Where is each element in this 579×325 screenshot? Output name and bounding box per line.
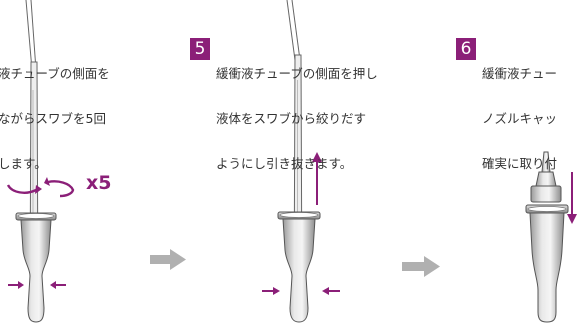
next-step-arrow-icon xyxy=(150,249,186,270)
step-6-instructions: 緩衝液チュー ノズルキャッ 確実に取り付 xyxy=(482,36,579,201)
panel-3-illustration xyxy=(525,151,577,323)
step-5-line-1: 緩衝液チューブの側面を押し xyxy=(216,66,378,81)
step-1-line-3: します。 xyxy=(0,156,47,171)
buffer-tube xyxy=(277,211,321,323)
up-arrow-icon xyxy=(312,152,322,205)
buffer-tube xyxy=(15,212,57,323)
panel-1-illustration xyxy=(6,0,75,323)
nozzle-cap xyxy=(530,151,562,203)
buffer-tube xyxy=(525,204,569,323)
step-5-line-2: 液体をスワブから絞りだす xyxy=(216,111,367,126)
step-6-line-1: 緩衝液チュー xyxy=(482,66,558,81)
step-1-instructions: 液チューブの側面を ながらスワブを5回 します。 xyxy=(0,36,110,201)
step-5-line-3: ようにし引き抜きます。 xyxy=(216,156,353,171)
step-6-line-3: 確実に取り付 xyxy=(482,156,558,171)
step-5-instructions: 緩衝液チューブの側面を押し 液体をスワブから絞りだす ようにし引き抜きます。 xyxy=(216,36,378,201)
step-5-badge: 5 xyxy=(190,38,210,60)
squeeze-arrow-icon xyxy=(8,281,66,289)
next-step-arrow-icon xyxy=(402,256,440,277)
step-1-line-2: ながらスワブを5回 xyxy=(0,111,106,126)
step-6-badge: 6 xyxy=(456,38,476,60)
down-arrow-icon xyxy=(567,172,577,224)
rotate-arrows-icon xyxy=(6,177,75,198)
panel-2-illustration xyxy=(262,0,340,323)
squeeze-arrow-icon xyxy=(262,287,340,295)
step-1-line-1: 液チューブの側面を xyxy=(0,66,110,81)
step-6-line-2: ノズルキャッ xyxy=(482,111,558,126)
rotation-count-label: x5 xyxy=(86,172,112,194)
